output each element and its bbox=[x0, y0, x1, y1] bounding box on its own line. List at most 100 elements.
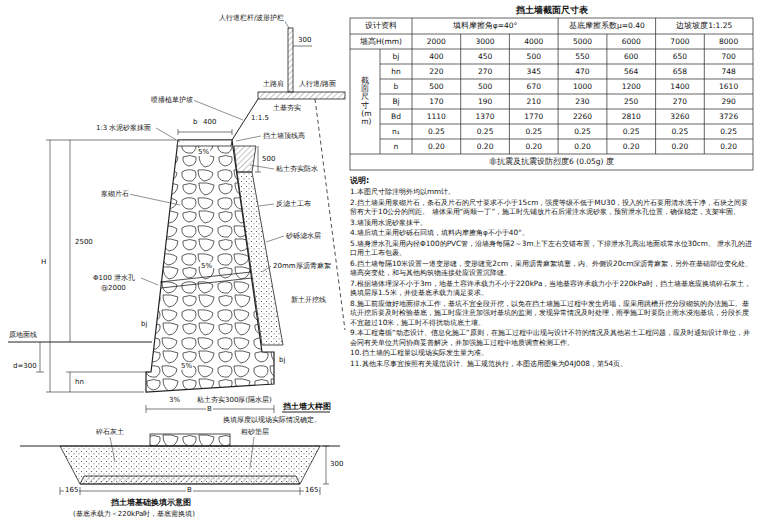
table-cell: 450 bbox=[461, 49, 510, 64]
note-text: 4.墙后填土采用砂砾石回填，填料内摩擦角φ不小于40°。 bbox=[350, 228, 753, 237]
callout-label: 浆砌片石 bbox=[100, 190, 130, 198]
callout-label: 20mm厚沥青麻絮 bbox=[272, 262, 332, 270]
table-cell: 600 bbox=[607, 49, 656, 64]
callout-label: 原地面线 bbox=[8, 331, 38, 339]
dimension-label: 400 bbox=[202, 118, 217, 126]
table-cell: 0.25 bbox=[558, 124, 607, 139]
dimension-label: d=300 bbox=[12, 362, 38, 370]
dimension-lines bbox=[60, 446, 329, 495]
table-cell: 0.20 bbox=[412, 139, 461, 154]
table-cell: 1110 bbox=[412, 109, 461, 124]
rubble-wall bbox=[146, 140, 274, 392]
table-footer: 非抗震及抗震设防烈度6 (0.05g) 度 bbox=[350, 154, 753, 170]
mortar-coping bbox=[177, 140, 232, 146]
callout-label: 人行道栏杆/波形护栏 bbox=[218, 14, 285, 22]
table-cell: 4000 bbox=[509, 34, 558, 49]
table-cell: 0.25 bbox=[412, 124, 461, 139]
table-cell: 0.25 bbox=[461, 124, 510, 139]
dimension-label: 2500 bbox=[74, 238, 94, 246]
callout-label: 挡土墙顶线高 bbox=[262, 132, 306, 140]
table-cell: 2000 bbox=[412, 34, 461, 49]
dimension-label: 300 bbox=[297, 36, 312, 44]
table-cell: 3000 bbox=[461, 34, 510, 49]
dimension-label: 1:1.5 bbox=[250, 114, 270, 122]
dimension-label: 5% bbox=[180, 362, 193, 370]
dimension-label: B bbox=[186, 486, 193, 494]
table-cell: 748 bbox=[704, 64, 753, 79]
table-cell: 500 bbox=[412, 79, 461, 94]
callout-label: 碎石灰土 bbox=[95, 428, 125, 436]
table-header-cell: 填料摩擦角φ=40° bbox=[412, 18, 558, 34]
table-row-header: Bd bbox=[380, 109, 412, 124]
table-cell: 8000 bbox=[704, 34, 753, 49]
table-cell: 5000 bbox=[558, 34, 607, 49]
table-cell: 564 bbox=[607, 64, 656, 79]
table-cell: 270 bbox=[656, 94, 705, 109]
table-cell: 700 bbox=[704, 49, 753, 64]
table-cell: 0.25 bbox=[656, 124, 705, 139]
table-cell: 0.20 bbox=[607, 139, 656, 154]
callout-label: 粘土夯实防水 bbox=[275, 165, 319, 173]
dimension-label: b bbox=[192, 118, 198, 126]
callout-label: 人行道/路面 bbox=[298, 80, 337, 88]
clay-cap bbox=[234, 146, 256, 172]
table-cell: 400 bbox=[412, 49, 461, 64]
table-header-cell: 设计资料 bbox=[350, 18, 412, 34]
table-cell: 210 bbox=[509, 94, 558, 109]
table-cell: 0.25 bbox=[607, 124, 656, 139]
note-text: 7.根据墙体埋深不小于3m，地基土容许承载力不小于220kPa，当地基容许承载力… bbox=[350, 279, 753, 298]
callout-label: 粘土夯实300厚(隔水层) bbox=[196, 396, 273, 404]
callout-label: 砂砾滤水层 bbox=[285, 232, 322, 240]
table-title: 挡土墙截面尺寸表 bbox=[350, 3, 753, 17]
wall-section bbox=[8, 20, 345, 495]
table-cell: 250 bbox=[607, 94, 656, 109]
drain-pipe bbox=[161, 278, 252, 288]
callout-label: @2000 bbox=[100, 284, 127, 292]
table-cell: 170 bbox=[412, 94, 461, 109]
note-text: 8.施工前应做好地面排水工作，基坑不宜全段开挖，以免在挡土墙施工过程中发生坍塌，… bbox=[350, 299, 753, 327]
note-text: 3.墙顶用水泥砂浆抹平。 bbox=[350, 218, 753, 227]
callout-label: 换填厚度以现场实际情况确定。 bbox=[222, 416, 322, 424]
dimension-label: 500 bbox=[261, 155, 276, 163]
table-cell: 7000 bbox=[656, 34, 705, 49]
dimension-label: B bbox=[206, 405, 213, 413]
table-cell: 0.25 bbox=[509, 124, 558, 139]
note-text: 5.墙身泄水孔采用内径Φ100的PVC管，沿墙身每隔2～3m上下左右交错布置，下… bbox=[350, 239, 753, 258]
table-row-header: Bj bbox=[380, 94, 412, 109]
table-cell: 1770 bbox=[509, 109, 558, 124]
dimension-label: 165 bbox=[64, 486, 79, 494]
note-text: 10.挡土墙的工程量以现场实际发生量为准。 bbox=[350, 348, 753, 357]
callout-label: 粗砂垫层 bbox=[240, 428, 270, 436]
replacement-pit bbox=[60, 446, 320, 484]
table-cell: 220 bbox=[412, 64, 461, 79]
table-cell: 290 bbox=[704, 94, 753, 109]
callout-label: 反滤土工布 bbox=[275, 200, 312, 208]
ground-line bbox=[8, 342, 152, 343]
table-cell: 658 bbox=[656, 64, 705, 79]
table-row-header: 墙高H(mm) bbox=[350, 34, 412, 49]
table-cell: 670 bbox=[509, 79, 558, 94]
sand-cushion bbox=[80, 476, 300, 484]
note-text: 1.本图尺寸除注明外均以mm计。 bbox=[350, 187, 753, 196]
dimension-lines bbox=[36, 129, 274, 413]
table-cell: 1000 bbox=[558, 79, 607, 94]
callout-label: 新土开挖线 bbox=[290, 296, 327, 304]
table-column-frame: 截面尺寸(mm) bbox=[350, 49, 380, 154]
dimension-label: 165 bbox=[304, 486, 319, 494]
table-cell: 2260 bbox=[558, 109, 607, 124]
table-cell: 1610 bbox=[704, 79, 753, 94]
table-cell: 0.20 bbox=[509, 139, 558, 154]
table-cell: 2810 bbox=[607, 109, 656, 124]
table-cell: 0.25 bbox=[704, 124, 753, 139]
table-cell: 270 bbox=[461, 64, 510, 79]
leader-lines bbox=[110, 20, 289, 468]
note-text: 9.本工程遵循“动态设计、信息化施工”原则，在施工过程中出现与设计不符的情况及其… bbox=[350, 328, 753, 347]
notes-heading: 说明: bbox=[350, 176, 753, 186]
table-row-group-label: 截面尺寸(mm) bbox=[361, 77, 369, 127]
note-text: 2.挡土墙采用浆砌片石，条石及片石的尺寸要求不小于15cm，强度等级不低于MU3… bbox=[350, 198, 753, 217]
dimension-label: H bbox=[40, 258, 47, 266]
table-cell: 1400 bbox=[656, 79, 705, 94]
dimension-label: bj bbox=[278, 356, 286, 364]
dimension-label: hn bbox=[74, 378, 85, 386]
